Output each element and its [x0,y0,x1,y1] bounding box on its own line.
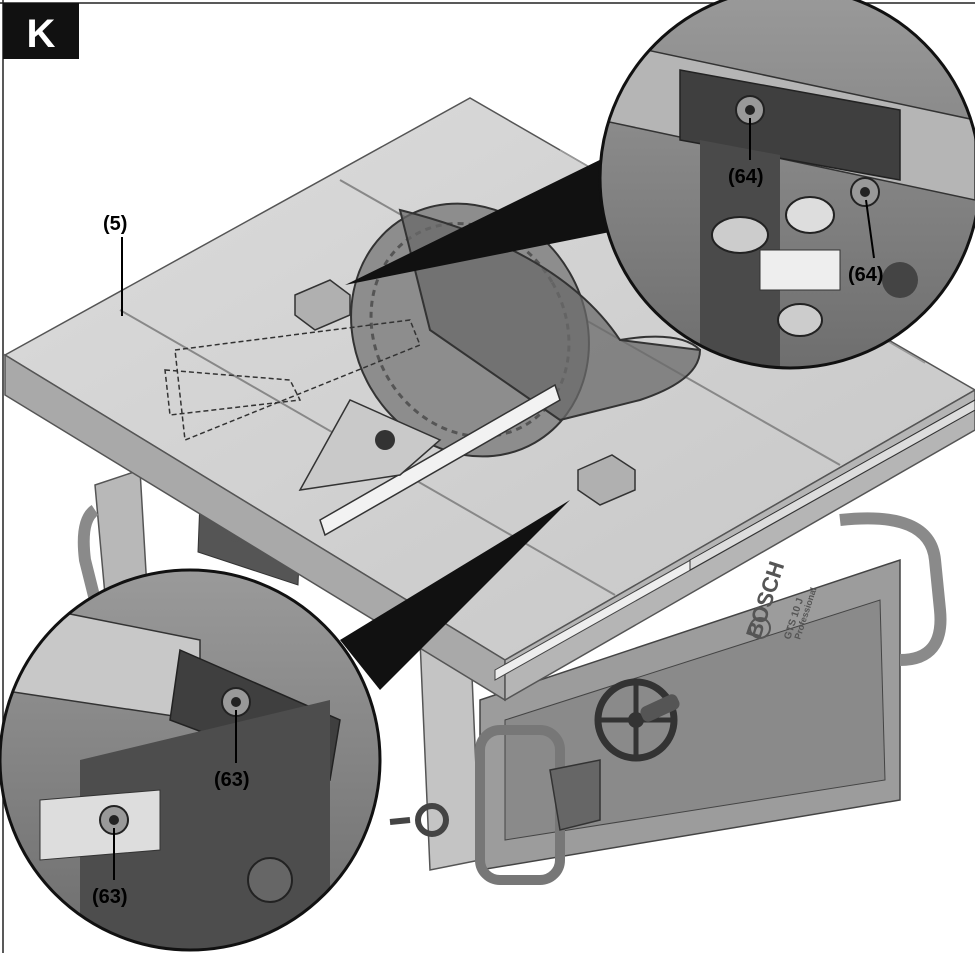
rip-fence-rail [689,399,975,571]
mounting-block-rear [294,279,351,331]
figure-letter: K [27,12,56,56]
figure-badge [3,3,79,59]
zoom-detail-bottom [0,568,382,952]
mitre-gauge [298,383,561,537]
callout-64-top: (64) [728,166,764,188]
zoom-detail-top [598,0,975,370]
zoom-funnel-bottom [340,500,570,690]
mitre-gauge-phantom [164,319,421,442]
callout-5: (5) [103,213,127,235]
mounting-block-front [577,454,636,506]
callout-64-right: (64) [848,264,884,286]
callout-63-upper: (63) [214,769,250,791]
saw-base: BOSCH GTS 10 J Professional BOSCH [77,468,947,885]
zoom-funnel-top [345,150,620,285]
callout-63-lower: (63) [92,886,128,908]
bosch-logo-icon [749,617,771,639]
